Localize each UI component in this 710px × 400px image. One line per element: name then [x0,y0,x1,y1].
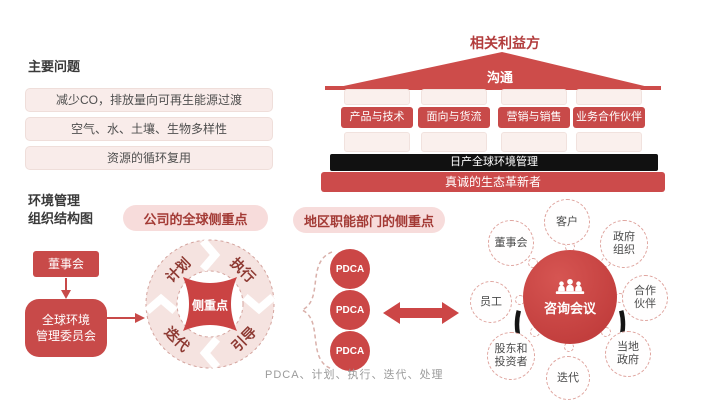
connector-dot [601,327,611,337]
satellite-partners: 合作 伙伴 [622,275,668,321]
pdca-ring-icon [144,239,276,369]
satellite-customer: 客户 [544,199,590,245]
board-box: 董事会 [33,251,99,277]
pillar-label-box: 面向与货流 [418,107,490,128]
org-structure-title: 环境管理 组织结构图 [28,193,94,226]
pillar-label-box: 营销与销售 [498,107,570,128]
pillar-shape [501,132,567,152]
people-icon [555,278,585,294]
focus-blob-icon [183,277,237,331]
issue-item: 减少CO，排放量向可再生能源过渡 [25,88,273,112]
issue-item: 资源的循环复用 [25,146,273,170]
curly-brace-icon [300,251,333,370]
global-focus-pill: 公司的全球侧重点 [123,205,268,231]
pdca-legend-caption: PDCA、计划、执行、迭代、处理 [265,369,444,381]
consultation-hub: 咨询会议 [523,250,617,344]
consultation-label: 咨询会议 [543,300,596,316]
arrow-down-icon [61,278,71,299]
pdca-circle: PDCA [330,290,370,330]
pillar-shape [344,89,410,105]
pillar-shape [576,89,642,105]
pillar-shape [421,89,487,105]
committee-box: 全球环境 管理委员会 [25,299,107,357]
roof-label: 沟通 [486,70,513,85]
satellite-employees: 员工 [470,281,512,323]
pdca-circle: PDCA [330,331,370,371]
global-env-management-bar: 日产全球环境管理 [330,154,658,171]
main-issues-title: 主要问题 [28,59,81,74]
satellite-local-government: 当地 政府 [605,331,651,377]
eco-innovator-bar: 真诚的生态革新者 [321,172,665,192]
pillar-shape [501,89,567,105]
satellite-board: 董事会 [488,220,534,266]
satellite-iteration: 迭代 [546,356,590,400]
issue-item: 空气、水、土壤、生物多样性 [25,117,273,141]
stakeholders-title: 相关利益方 [470,35,540,51]
regional-focus-pill: 地区职能部门的侧重点 [293,207,445,233]
pdca-circle: PDCA [330,249,370,289]
roof-triangle-icon [325,52,661,90]
pillar-shape [576,132,642,152]
pillar-shape [344,132,410,152]
pillar-shape [421,132,487,152]
satellite-shareholders: 股东和 投资者 [487,332,535,380]
arrow-right-icon [107,313,145,323]
focus-center-label: 侧重点 [191,298,229,313]
pillar-label-box: 业务合作伙伴 [573,107,645,128]
double-arrow-icon [383,302,459,324]
pillar-label-box: 产品与技术 [341,107,413,128]
satellite-government-org: 政府 组织 [600,220,648,268]
